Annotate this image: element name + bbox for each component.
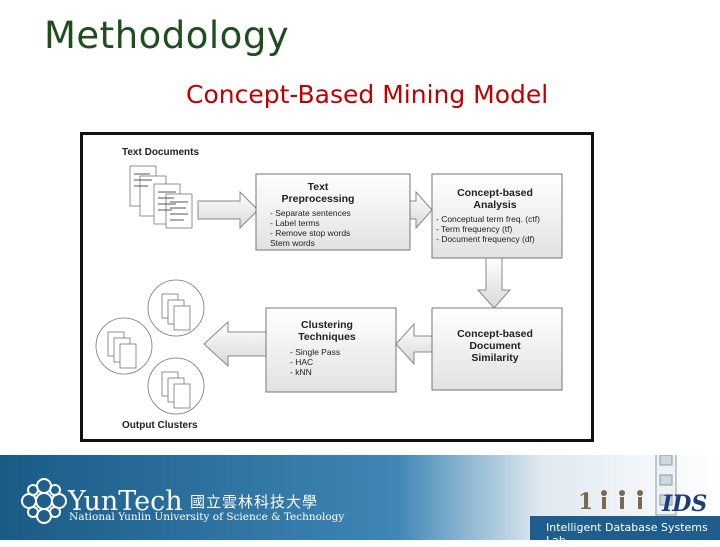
- figures-icon: 1: [578, 489, 643, 515]
- lab-name: Intelligent Database Systems Lab: [546, 521, 708, 547]
- output-label: Output Clusters: [122, 420, 198, 431]
- yuntech-logo-icon: [21, 478, 67, 524]
- analysis-title-line: Concept-based: [457, 187, 533, 199]
- analysis-box: [431, 173, 563, 259]
- preprocess-title-line: Preprocessing: [282, 193, 355, 205]
- input-label: Text Documents: [122, 147, 199, 158]
- similarity-title-line: Document: [469, 340, 521, 352]
- footer-banner: 1 IDS: [0, 455, 720, 540]
- arrow-to-analysis: [409, 190, 433, 230]
- clustering-item: - Single Pass: [290, 347, 340, 357]
- analysis-item: - Document frequency (df): [436, 234, 535, 244]
- analysis-item: - Term frequency (tf): [436, 224, 513, 234]
- ids-logo: IDS: [661, 491, 707, 517]
- arrow-to-preprocessing: [197, 190, 259, 230]
- similarity-title-line: Concept-based: [457, 328, 533, 340]
- preprocess-item: - Remove stop words: [270, 228, 350, 238]
- clustering-item: - kNN: [290, 367, 312, 377]
- preprocessing-box: [255, 173, 411, 251]
- arrow-to-clustering: [395, 322, 435, 366]
- slide-title: Methodology: [44, 14, 290, 57]
- preprocess-item: - Label terms: [270, 218, 320, 228]
- university-name: YunTech: [68, 486, 183, 517]
- tower-icon: [655, 455, 677, 516]
- svg-text:1: 1: [578, 489, 593, 515]
- preprocess-item: Stem words: [270, 238, 315, 248]
- university-name-english: National Yunlin University of Science & …: [69, 511, 345, 523]
- clustering-box: [265, 307, 397, 393]
- slide-subtitle: Concept-Based Mining Model: [186, 80, 549, 109]
- preprocess-item: - Separate sentences: [270, 208, 351, 218]
- clustering-title-line: Clustering: [301, 319, 353, 331]
- preprocess-title-line: Text: [308, 181, 329, 193]
- university-name-chinese: 國立雲林科技大學: [190, 493, 319, 511]
- clustering-item: - HAC: [290, 357, 313, 367]
- input-documents-icon: [129, 165, 193, 229]
- concept-mining-diagram: Text Documents Output Clusters TextPrepr…: [80, 132, 594, 442]
- arrow-to-output: [203, 320, 267, 368]
- similarity-title-line: Similarity: [471, 352, 518, 364]
- output-clusters-icon: [95, 279, 205, 415]
- similarity-box: [431, 307, 563, 391]
- analysis-title-line: Analysis: [473, 199, 516, 211]
- clustering-title-line: Techniques: [298, 331, 356, 343]
- arrow-to-similarity: [476, 257, 512, 309]
- analysis-item: - Conceptual term freq. (ctf): [436, 214, 540, 224]
